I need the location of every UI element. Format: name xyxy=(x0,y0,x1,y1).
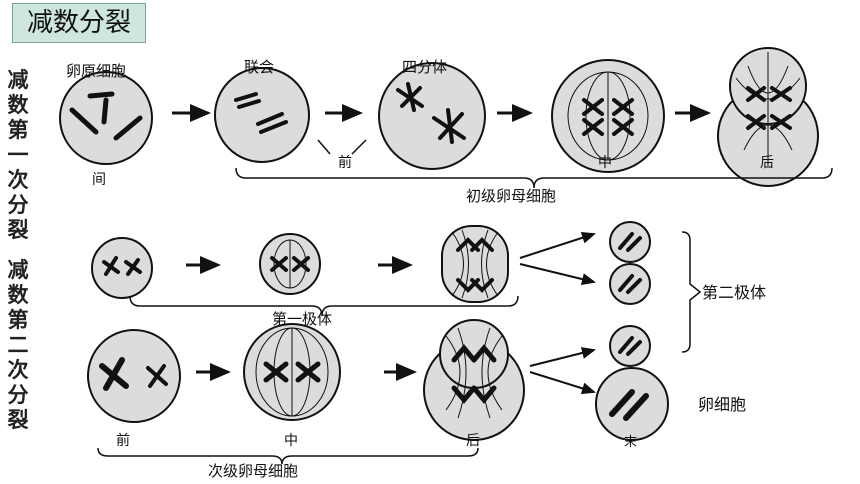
prophase-pointer xyxy=(317,139,367,155)
polar-body-metaphase-cell xyxy=(259,233,321,295)
first-polar-body-brace xyxy=(129,295,519,317)
secondary-oocyte-anaphase-cell xyxy=(423,319,525,441)
egg-cell xyxy=(595,367,669,441)
egg-cell-label: 卵细胞 xyxy=(698,395,746,414)
first-division-side-label: 减数第一次分裂 xyxy=(7,68,29,242)
polar-body-prophase-cell xyxy=(91,237,153,299)
anaphase1-cell xyxy=(717,47,819,187)
synapsis-cell xyxy=(214,67,310,163)
synapsis-label: 联会 xyxy=(244,58,274,76)
anaphase2-label: 后 xyxy=(466,433,480,449)
polar-body-anaphase-cell xyxy=(441,225,509,303)
page-title: 减数分裂 xyxy=(12,3,146,43)
oocyte-label: 卵原细胞 xyxy=(66,62,126,80)
prophase1-label: 前 xyxy=(338,154,352,171)
arrow-11 xyxy=(529,347,596,367)
secondary-oocyte-metaphase-cell xyxy=(243,323,341,421)
second-polar-body-3 xyxy=(609,325,651,367)
prophase2-label: 前 xyxy=(116,432,130,449)
interphase-label: 间 xyxy=(92,172,106,188)
primary-oocyte-label: 初级卵母细胞 xyxy=(466,187,556,205)
primary-oocyte-brace xyxy=(235,167,833,189)
second-polar-body-2 xyxy=(609,263,651,305)
secondary-oocyte-prophase-cell xyxy=(87,329,181,423)
second-polar-body-1 xyxy=(609,221,651,263)
metaphase1-label: 中 xyxy=(598,155,612,171)
anaphase1-label: 后 xyxy=(760,155,774,171)
arrow-8 xyxy=(519,263,596,285)
tetrad-label: 四分体 xyxy=(402,58,447,76)
tetrad-cell xyxy=(378,62,486,170)
second-division-side-label: 减数第二次分裂 xyxy=(7,258,29,432)
oocyte-cell xyxy=(59,71,153,165)
arrow-7 xyxy=(519,231,596,259)
secondary-oocyte-brace xyxy=(97,447,479,465)
metaphase2-label: 中 xyxy=(284,433,298,449)
second-polar-body-label: 第二极体 xyxy=(702,283,766,302)
second-polar-body-bracket xyxy=(681,231,702,353)
telophase-label: 末 xyxy=(624,435,637,450)
metaphase1-cell xyxy=(551,59,665,173)
arrow-12 xyxy=(529,371,596,395)
secondary-oocyte-label: 次级卵母细胞 xyxy=(208,462,298,480)
